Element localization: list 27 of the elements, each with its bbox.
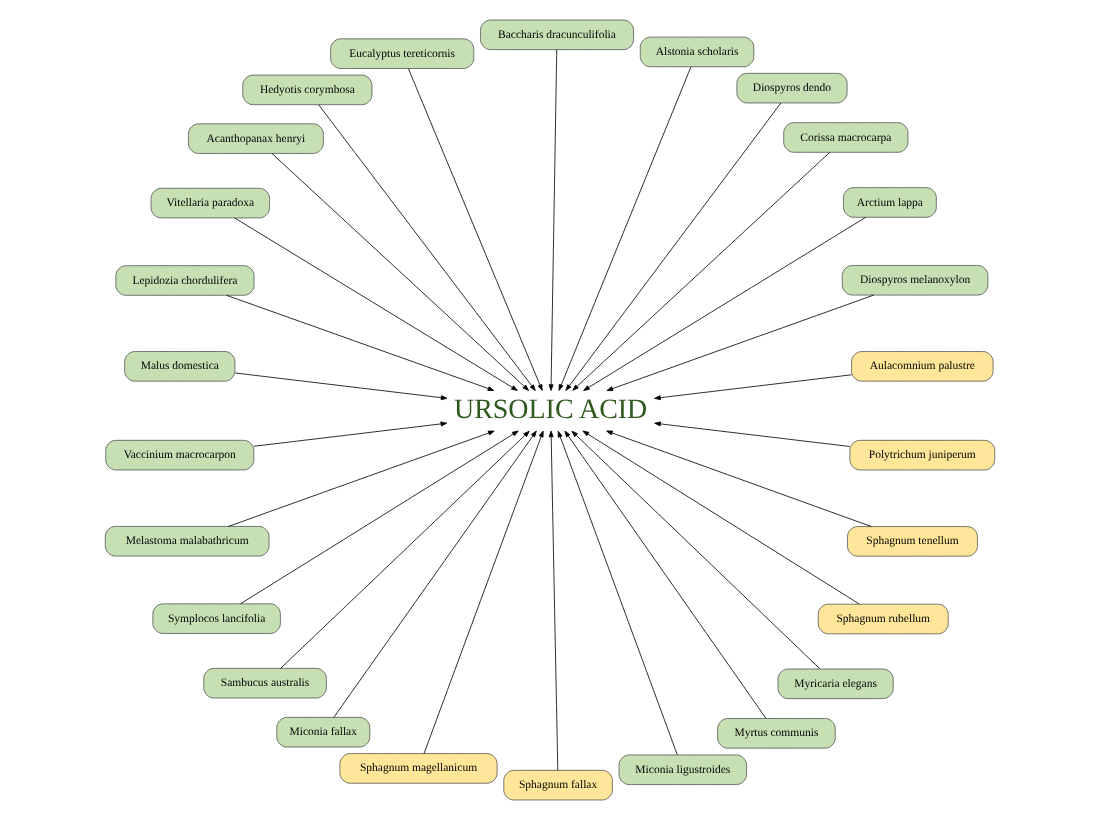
arrow: [654, 421, 851, 447]
arrow: [234, 372, 448, 401]
arrow: [565, 102, 782, 391]
arrow: [226, 294, 495, 391]
arrow: [240, 430, 519, 605]
arrow: [548, 49, 558, 391]
arrow: [654, 374, 852, 401]
node-text: URSOLIC ACID: [454, 395, 648, 426]
arrow: [606, 294, 875, 392]
arrow: [228, 430, 495, 527]
arrow: [583, 216, 867, 391]
arrow: [557, 430, 678, 756]
arrow: [548, 430, 559, 771]
arrow: [571, 430, 821, 670]
arrow: [234, 217, 518, 391]
arrow: [572, 152, 831, 391]
arrow: [606, 430, 872, 527]
arrow: [423, 430, 544, 754]
arrow: [280, 430, 530, 669]
arrow: [318, 104, 536, 391]
arrow: [564, 430, 767, 719]
arrow: [582, 430, 860, 605]
arrow: [558, 66, 692, 391]
arrow: [253, 421, 448, 447]
arrow: [333, 430, 537, 718]
arrow: [271, 153, 529, 391]
arrow: [407, 68, 543, 391]
